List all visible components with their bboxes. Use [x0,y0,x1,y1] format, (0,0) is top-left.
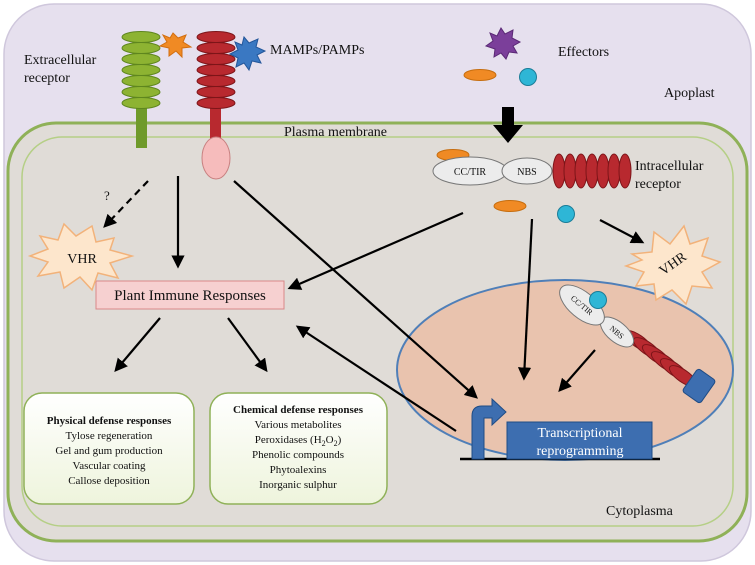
effectors-label: Effectors [558,45,609,60]
vhr-left-label: VHR [67,252,97,267]
arrow-immune-to-chemical [227,317,268,373]
apoplast-label: Apoplast [664,86,715,101]
chemical-title: Chemical defense responses [233,404,364,416]
nbs-label: NBS [517,167,536,178]
physical-title: Physical defense responses [47,415,172,427]
mamps-label: MAMPs/PAMPs [270,43,364,58]
chemical-item: Inorganic sulphur [259,479,337,491]
chemical-item: Various metabolites [254,419,341,431]
chemical-defense-box [209,392,388,505]
inner-membrane [21,136,734,527]
extracellular-receptor [121,31,161,148]
nuclear-receptor [559,284,716,404]
arrow-receptor-to-nucleus [517,218,534,381]
arrow-receptor-to-vhr [599,219,645,244]
effector-orange [463,69,497,81]
intracellular-receptor-label-1: Intracellular [635,159,704,174]
arrow-immune-to-physical [114,317,161,373]
arrow-receptor-to-immune [287,211,464,290]
immune-responses-box [95,280,285,310]
vhr-right-star [623,224,722,306]
immune-responses-label: Plant Immune Responses [114,288,266,304]
physical-item: Callose deposition [68,475,150,487]
free-effector-orange [493,200,527,212]
plasma-membrane-label: Plasma membrane [284,125,387,140]
transcription-label-1: Transcriptional [537,426,622,441]
extracellular-receptor-label-2: receptor [24,71,70,86]
arrow-nuclear-receptor-to-dna [558,349,596,392]
mamp-blue-star [228,35,267,72]
physical-defense-box [23,392,195,505]
cytoplasma-label: Cytoplasma [606,504,674,519]
free-effector-blue [557,205,575,223]
intracellular-receptor-label-2: receptor [635,177,681,192]
chemical-item-peroxidases: Peroxidases (H2O2) [255,434,342,448]
chemical-item: Phenolic compounds [252,449,344,461]
arrow-red-to-nucleus [233,180,478,399]
arrow-nucleus-to-immune [295,325,457,432]
physical-item: Gel and gum production [55,445,163,457]
arrow-green-to-vhr [103,180,149,228]
question-mark: ? [104,188,110,203]
transcription-box [506,421,653,460]
cc-tir-label: CC/TIR [454,167,487,178]
physical-item: Tylose regeneration [66,430,153,442]
effector-purple-star [484,27,522,60]
vhr-left-star [27,222,135,292]
chemical-item: Phytoalexins [270,464,327,476]
mamp-orange-star [158,32,193,59]
physical-item: Vascular coating [73,460,146,472]
promoter-arrow [471,397,507,460]
transcription-label-2: reprogramming [536,444,623,459]
effector-entry-arrow [493,107,523,143]
red-receptor [196,31,236,180]
intracellular-receptor [432,149,632,189]
extracellular-receptor-label-1: Extracellular [24,53,97,68]
effector-blue [519,68,537,86]
